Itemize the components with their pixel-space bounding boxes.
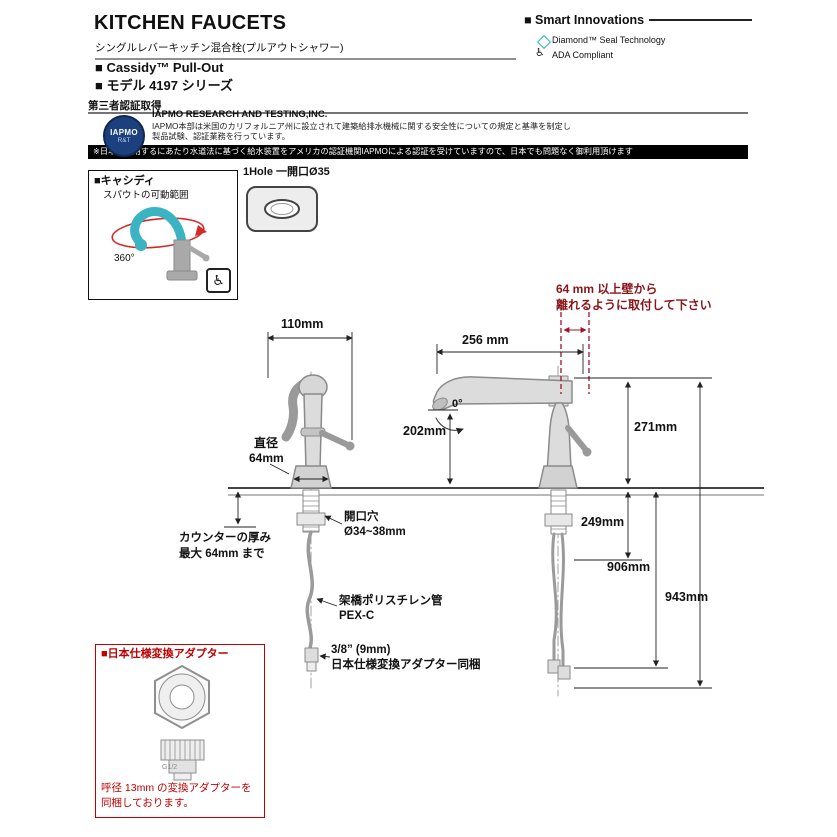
wheelchair-badge: ♿ (206, 268, 231, 293)
handle-front (319, 430, 351, 448)
wall-clearance-line-2: 離れるように取付して下さい (556, 298, 712, 312)
japan-adapter-box (95, 644, 265, 818)
smart-innovations-title: ■ Smart Innovations (524, 13, 645, 27)
dim-angle: 0° (452, 398, 463, 410)
dim-front-width: 110mm (281, 317, 324, 331)
dim-hose-length-2: 943mm (665, 590, 709, 604)
dimension-lines (224, 332, 712, 689)
base-diameter-label: 直径 (254, 436, 279, 450)
adapter-leader (319, 653, 331, 660)
diamond-seal-label: Diamond™ Seal Technology (552, 35, 666, 45)
dim-below-counter: 249mm (581, 515, 625, 529)
mounting-hole-label: 開口穴 (344, 511, 379, 523)
supply-hose-side-1 (551, 532, 558, 662)
iapmo-logo-subtext: R&T (117, 137, 131, 144)
certification-heading: 第三者認証取得 (88, 100, 162, 112)
iapmo-logo-text: IAPMO (110, 128, 138, 137)
adapter-included-label: 日本仕様変換アダプター同梱 (331, 659, 481, 671)
rotation-box-subtitle: スパウトの可動範囲 (103, 190, 189, 201)
handle-side (565, 425, 588, 452)
hose-leader (316, 597, 338, 607)
adapter-thread-label: G1/2 (162, 764, 178, 771)
japan-adapter-title: ■日本仕様変換アダプター (101, 648, 229, 660)
dim-height-above-counter: 271mm (634, 420, 678, 434)
counter-thickness-label: カウンターの厚み (179, 532, 271, 544)
dim-spout-height: 202mm (403, 424, 447, 438)
supply-hose-side-2 (559, 532, 565, 668)
page-subtitle: シングルレバーキッチン混合栓(プルアウトシャワー) (95, 42, 344, 54)
header-rules (88, 19, 752, 114)
rotation-illustration (111, 207, 210, 281)
hose-material-type: PEX-C (339, 610, 375, 622)
teal-spout (130, 207, 187, 250)
wall-clearance-line-1: 64 mm 以上壁から (556, 282, 658, 296)
mounting-hole-value: Ø34~38mm (344, 526, 406, 538)
adapter-illustration (154, 664, 210, 781)
supply-hose-front (305, 530, 314, 650)
certification-notice-text: ※日本で使用するにあたり水道法に基づく給水装置をアメリカの認証機関IAPMOによ… (93, 147, 633, 156)
ada-icon: ♿ (535, 47, 545, 59)
certification-desc-2: 製品試験、認証業務を行っています。 (152, 132, 290, 141)
pullout-wand-side (432, 376, 573, 410)
hole-spec-label: 1Hole 一開口Ø35 (243, 166, 330, 178)
product-name: ■ Cassidy™ Pull-Out (95, 60, 224, 75)
hole-leader (324, 515, 343, 525)
counter-thickness-value: 最大 64mm まで (179, 548, 265, 560)
page-title: KITCHEN FAUCETS (94, 12, 287, 34)
side-view-drawing (432, 365, 592, 697)
sink-hole-diagram (246, 186, 318, 232)
adapter-size-label: 3/8” (9mm) (331, 644, 391, 656)
dim-reach: 256 mm (462, 333, 509, 347)
certification-desc-1: IAPMO本部は米国のカリフォルニア州に設立されて建築給排水機械に関する安全性に… (152, 122, 571, 131)
hose-material-label: 架橋ポリスチレン管 (339, 595, 443, 607)
certification-org: IAPMO RESEARCH AND TESTING,INC. (152, 109, 328, 120)
rotation-box-title: ■キャシディ (94, 175, 155, 187)
base-diameter-value: 64mm (249, 451, 284, 465)
rotation-angle-label: 360° (114, 253, 135, 264)
rotation-arrowhead (195, 225, 207, 236)
dim-hose-length-1: 906mm (607, 560, 651, 574)
wheelchair-icon: ♿ (212, 272, 225, 288)
certification-notice-bar: ※日本で使用するにあたり水道法に基づく給水装置をアメリカの認証機関IAPMOによ… (88, 145, 748, 159)
model-series: ■ モデル 4197 シリーズ (95, 78, 233, 93)
iapmo-logo: IAPMO R&T (103, 115, 145, 157)
japan-adapter-note-1: 呼径 13mm の変換アダプターを (101, 782, 252, 794)
japan-adapter-note-2: 同梱しております。 (101, 797, 194, 809)
rotation-range-box (88, 170, 238, 300)
ada-compliant-label: ADA Compliant (552, 50, 614, 60)
